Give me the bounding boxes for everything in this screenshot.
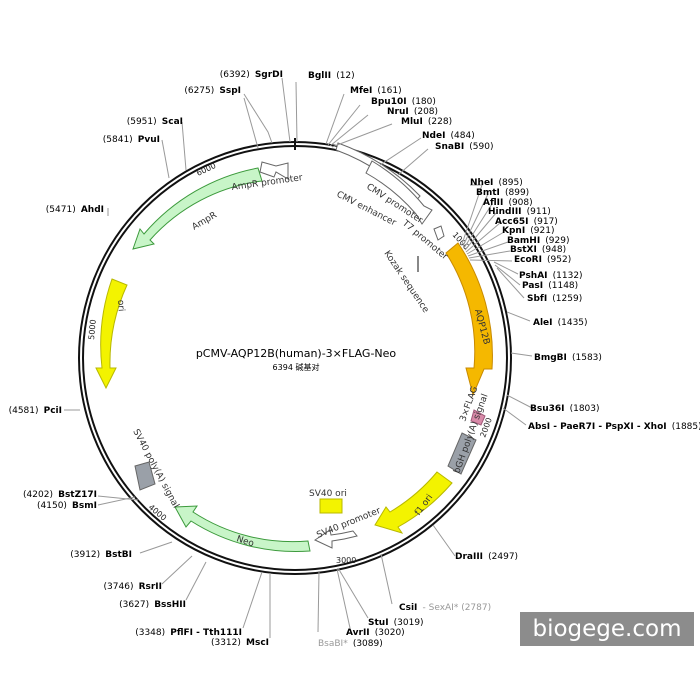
site-sspi: (6275) SspI	[184, 78, 241, 97]
site-mfei: MfeI (161)	[350, 78, 402, 97]
site-leader-lines	[64, 77, 535, 638]
feature-3xflag	[470, 409, 486, 426]
site-bsabi: BsaBI* (3089)	[318, 631, 383, 650]
site-kpni: KpnI (921)	[502, 218, 554, 237]
site-rsrii: (3746) RsrII	[104, 574, 162, 593]
label-ori: ori	[115, 300, 126, 312]
feature-ori	[95, 278, 128, 390]
site-msci: (3312) MscI	[211, 630, 269, 649]
site-alei: AleI (1435)	[533, 310, 588, 329]
feature-cmv-promoter	[365, 160, 433, 225]
watermark: biogege.com	[520, 612, 694, 646]
feature-aqp12b	[445, 242, 493, 397]
tick-5000: 5000	[87, 319, 98, 340]
plasmid-name: pCMV-AQP12B(human)-3×FLAG-Neo	[196, 347, 397, 360]
site-sbfi: SbfI (1259)	[527, 286, 582, 305]
label-neo: Neo	[235, 534, 255, 549]
site-bmti: BmtI (899)	[476, 180, 529, 199]
site-mlui: MluI (228)	[401, 109, 452, 128]
feature-t7-promoter	[433, 225, 445, 241]
site-sgrdi: (6392) SgrDI	[220, 62, 283, 81]
feature-kozak-sequence	[417, 256, 419, 272]
site-bstbi: (3912) BstBI	[70, 542, 132, 561]
site-stui: StuI (3019)	[368, 610, 424, 629]
plasmid-length: 6394 碱基对	[273, 362, 320, 372]
site-pcii: (4581) PciI	[9, 398, 62, 417]
site-bmgbi: BmgBI (1583)	[534, 345, 602, 364]
site-pflfi-tth111i: (3348) PflFI - Tth111I	[135, 620, 242, 639]
site-scai: (5951) ScaI	[127, 109, 183, 128]
site-bsshii: (3627) BssHII	[119, 592, 186, 611]
site-ndei: NdeI (484)	[422, 123, 475, 142]
tick-6000: 6000	[195, 161, 217, 178]
feature-f1-ori	[374, 471, 453, 534]
feature-ampr	[132, 167, 263, 250]
site-aflii: AflII (908)	[483, 190, 533, 209]
feature-sv40-promoter	[313, 529, 358, 549]
site-nrui: NruI (208)	[387, 99, 438, 118]
site-pshai: PshAI (1132)	[519, 263, 583, 282]
site-bsmi: (4150) BsmI	[37, 493, 97, 512]
site-csii-sexai: CsiI - SexAI* (2787)	[399, 595, 491, 614]
site-pvui: (5841) PvuI	[103, 127, 160, 146]
site-ahdi: (5471) AhdI	[46, 197, 104, 216]
site-nhei: NheI (895)	[470, 170, 523, 189]
site-pasi: PasI (1148)	[522, 273, 578, 292]
feature-sv40-ori	[319, 498, 343, 514]
feature-bgh-polya	[447, 432, 477, 475]
label-kozak-sequence: Kozak sequence	[382, 249, 431, 315]
label-sv40-ori: SV40 ori	[309, 489, 347, 499]
site-bpu10i: Bpu10I (180)	[371, 89, 436, 108]
site-absi-xhoi: AbsI - PaeR7I - PspXI - XhoI (1885)	[528, 414, 700, 433]
site-bamhi: BamHI (929)	[507, 228, 570, 247]
site-bstxi: BstXI (948)	[510, 237, 566, 256]
label-t7-promoter: T7 promoter	[399, 218, 449, 262]
site-hindiii: HindIII (911)	[488, 199, 551, 218]
site-ecori: EcoRI (952)	[514, 247, 571, 266]
site-bsu36i: Bsu36I (1803)	[530, 396, 600, 415]
site-draiii: DraIII (2497)	[455, 544, 518, 563]
feature-ampr-promoter	[259, 161, 289, 180]
tick-3000: 3000	[336, 556, 356, 565]
feature-sv40-polya	[134, 461, 156, 491]
feature-neo	[174, 505, 311, 552]
site-avrii: AvrII (3020)	[346, 620, 405, 639]
site-bstz17i: (4202) BstZ17I	[23, 482, 97, 501]
site-snabi: SnaBI (590)	[435, 134, 493, 153]
site-acc65i: Acc65I (917)	[495, 209, 558, 228]
site-bglii: BglII (12)	[308, 63, 355, 82]
label-ampr: AmpR	[191, 210, 219, 232]
